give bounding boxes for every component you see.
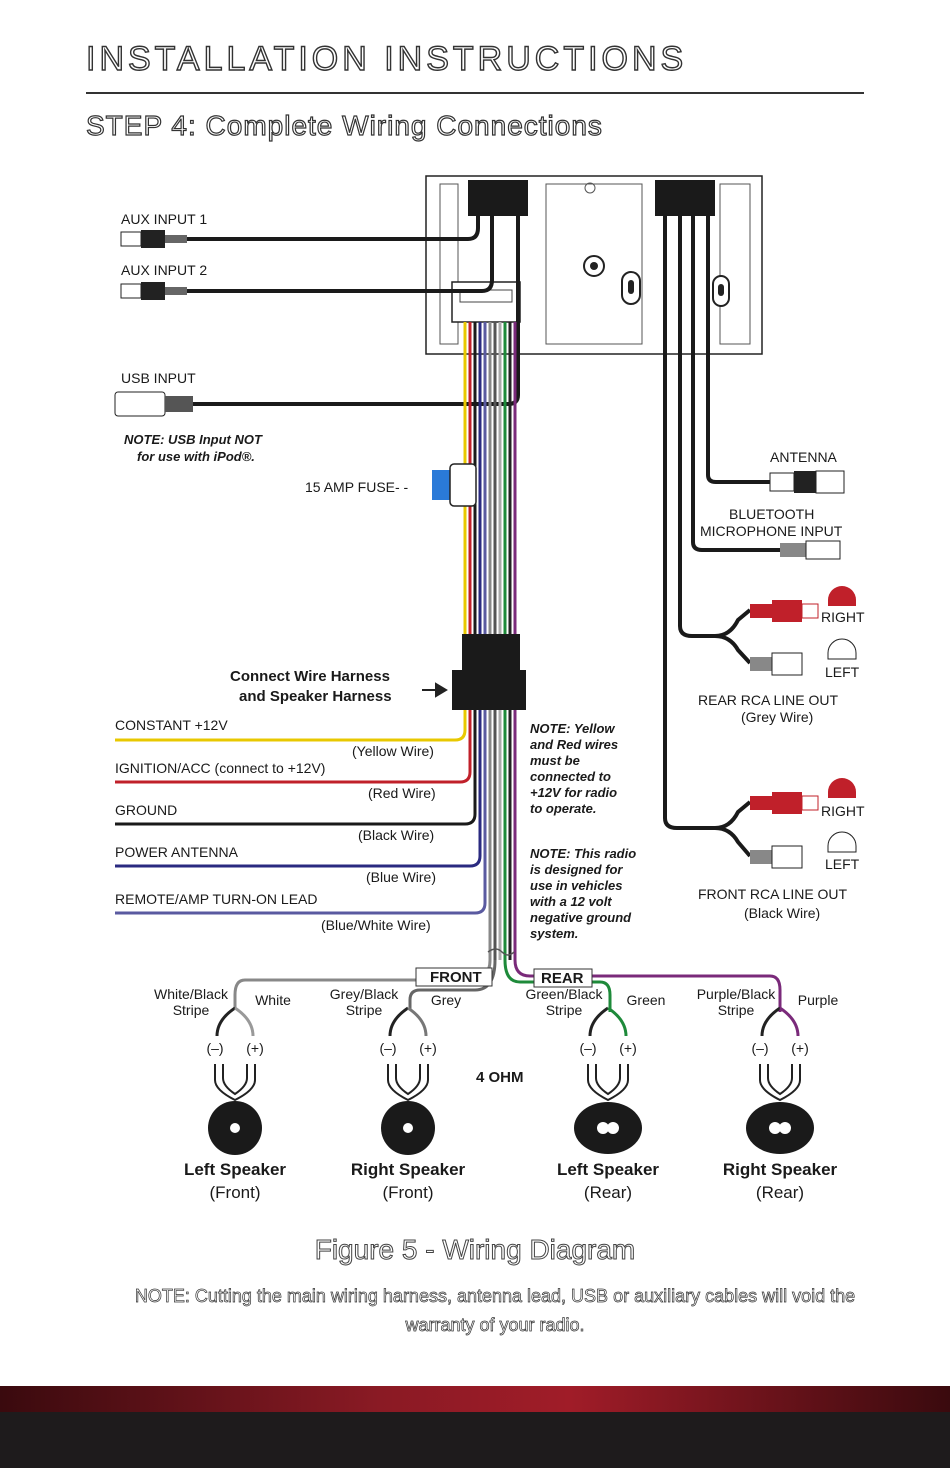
speaker-2 (381, 1006, 435, 1155)
usb-note-line-2: for use with iPod®. (137, 449, 255, 464)
svg-text:is designed for: is designed for (530, 862, 623, 877)
usb-input-label: USB INPUT (121, 370, 196, 386)
rear-rca-wire: (Grey Wire) (741, 709, 813, 725)
speaker-name: Right Speaker (723, 1160, 838, 1179)
speaker-4 (746, 1006, 814, 1154)
speaker-position: (Front) (210, 1183, 261, 1202)
antenna-lead: ANTENNA (706, 216, 845, 494)
speaker-minus: (–) (751, 1040, 768, 1056)
speaker-position: (Rear) (756, 1183, 804, 1202)
bluetooth-mic-lead: BLUETOOTH MICROPHONE INPUT (691, 216, 843, 560)
front-rca-left: LEFT (825, 856, 860, 872)
usb-note-line-1: NOTE: USB Input NOT (124, 432, 263, 447)
footer-accent-bar (0, 1386, 950, 1412)
speaker-pos-label: Green (627, 992, 666, 1008)
svg-text:+12V for radio: +12V for radio (530, 785, 617, 800)
bt-label-line-2: MICROPHONE INPUT (700, 523, 843, 539)
svg-text:must be: must be (530, 753, 580, 768)
svg-text:NOTE: Yellow: NOTE: Yellow (530, 721, 615, 736)
svg-text:use in vehicles: use in vehicles (530, 878, 623, 893)
svg-text:negative ground: negative ground (530, 910, 632, 925)
lead-label-constant: CONSTANT +12V (115, 717, 228, 733)
front-rca-wire: (Black Wire) (744, 905, 820, 921)
speaker-name: Left Speaker (184, 1160, 286, 1179)
rear-rca-label: REAR RCA LINE OUT (698, 692, 838, 708)
speaker-plus: (+) (246, 1040, 264, 1056)
speaker-pos-label: White (255, 992, 291, 1008)
speaker-neg-label: Stripe (546, 1002, 583, 1018)
page-title: INSTALLATION INSTRUCTIONS (85, 39, 688, 78)
speaker-3 (574, 1006, 642, 1154)
speaker-minus: (–) (206, 1040, 223, 1056)
lead-wire-blue-white: (Blue/White Wire) (321, 917, 431, 933)
lead-wire-blue: (Blue Wire) (366, 869, 436, 885)
speaker-name: Right Speaker (351, 1160, 466, 1179)
speaker-neg-label: Purple/Black (697, 986, 777, 1002)
figure-caption: Figure 5 - Wiring Diagram (314, 1234, 636, 1266)
aux-input-1-label: AUX INPUT 1 (121, 211, 207, 227)
rear-rca-right: RIGHT (821, 609, 865, 625)
lead-wire-black: (Black Wire) (358, 827, 434, 843)
rear-rca-left: LEFT (825, 664, 860, 680)
aux-input-2: AUX INPUT 2 (120, 216, 494, 300)
speaker-neg-label: Green/Black (525, 986, 603, 1002)
antenna-label: ANTENNA (770, 449, 838, 465)
front-rca: RIGHT LEFT FRONT RCA LINE OUT (Black Wir… (663, 216, 865, 921)
svg-text:NOTE: This radio: NOTE: This radio (530, 846, 636, 861)
speaker-plus: (+) (791, 1040, 809, 1056)
speaker-wiring: FRONT REAR 4 OHM (233, 959, 782, 1086)
aux-input-2-label: AUX INPUT 2 (121, 262, 207, 278)
speaker-minus: (–) (579, 1040, 596, 1056)
front-rca-right: RIGHT (821, 803, 865, 819)
svg-text:with a 12 volt: with a 12 volt (530, 894, 612, 909)
svg-text:system.: system. (530, 926, 578, 941)
power-leads: CONSTANT +12V (Yellow Wire) IGNITION/ACC… (115, 710, 487, 933)
header-divider (86, 92, 864, 94)
speaker-position: (Front) (383, 1183, 434, 1202)
speaker-neg-label: Grey/Black (330, 986, 399, 1002)
aux-input-1: AUX INPUT 1 (120, 211, 480, 248)
note-yellow-red: NOTE: Yellow and Red wires must be conne… (530, 721, 618, 816)
step-heading: STEP 4: Complete Wiring Connections (85, 109, 603, 141)
rear-rca: RIGHT LEFT REAR RCA LINE OUT (Grey Wire) (678, 216, 865, 725)
front-rca-label: FRONT RCA LINE OUT (698, 886, 848, 902)
speaker-neg-label: White/Black (154, 986, 229, 1002)
lead-label-ignition: IGNITION/ACC (connect to +12V) (115, 760, 325, 776)
lead-label-power-antenna: POWER ANTENNA (115, 844, 239, 860)
fuse-label: 15 AMP FUSE- - (305, 479, 409, 495)
note-ground: NOTE: This radio is designed for use in … (530, 846, 636, 941)
lead-wire-yellow: (Yellow Wire) (352, 743, 434, 759)
bt-label-line-1: BLUETOOTH (729, 506, 814, 522)
rear-tag: REAR (541, 970, 584, 987)
ohm-label: 4 OHM (476, 1069, 524, 1086)
harness-label-line-1: Connect Wire Harness (230, 668, 390, 685)
footer-bar (0, 1412, 950, 1468)
lead-wire-red: (Red Wire) (368, 785, 436, 801)
harness-label-line-2: and Speaker Harness (239, 688, 392, 705)
speaker-1 (208, 1006, 262, 1155)
front-tag: FRONT (430, 969, 482, 986)
speaker-neg-label: Stripe (173, 1002, 210, 1018)
speaker-pos-label: Grey (431, 992, 461, 1008)
lead-label-ground: GROUND (115, 802, 177, 818)
svg-text:connected to: connected to (530, 769, 611, 784)
speaker-position: (Rear) (584, 1183, 632, 1202)
speaker-plus: (+) (619, 1040, 637, 1056)
lead-label-remote: REMOTE/AMP TURN-ON LEAD (115, 891, 318, 907)
speaker-plus: (+) (419, 1040, 437, 1056)
speaker-name: Left Speaker (557, 1160, 659, 1179)
speaker-neg-label: Stripe (346, 1002, 383, 1018)
svg-text:to operate.: to operate. (530, 801, 596, 816)
main-harness: 15 AMP FUSE- - Connect Wire Harness and … (230, 322, 526, 960)
warranty-note: NOTE: Cutting the main wiring harness, a… (134, 1286, 856, 1336)
svg-text:and Red wires: and Red wires (530, 737, 618, 752)
speaker-neg-label: Stripe (718, 1002, 755, 1018)
speaker-minus: (–) (379, 1040, 396, 1056)
speaker-pos-label: Purple (798, 992, 839, 1008)
